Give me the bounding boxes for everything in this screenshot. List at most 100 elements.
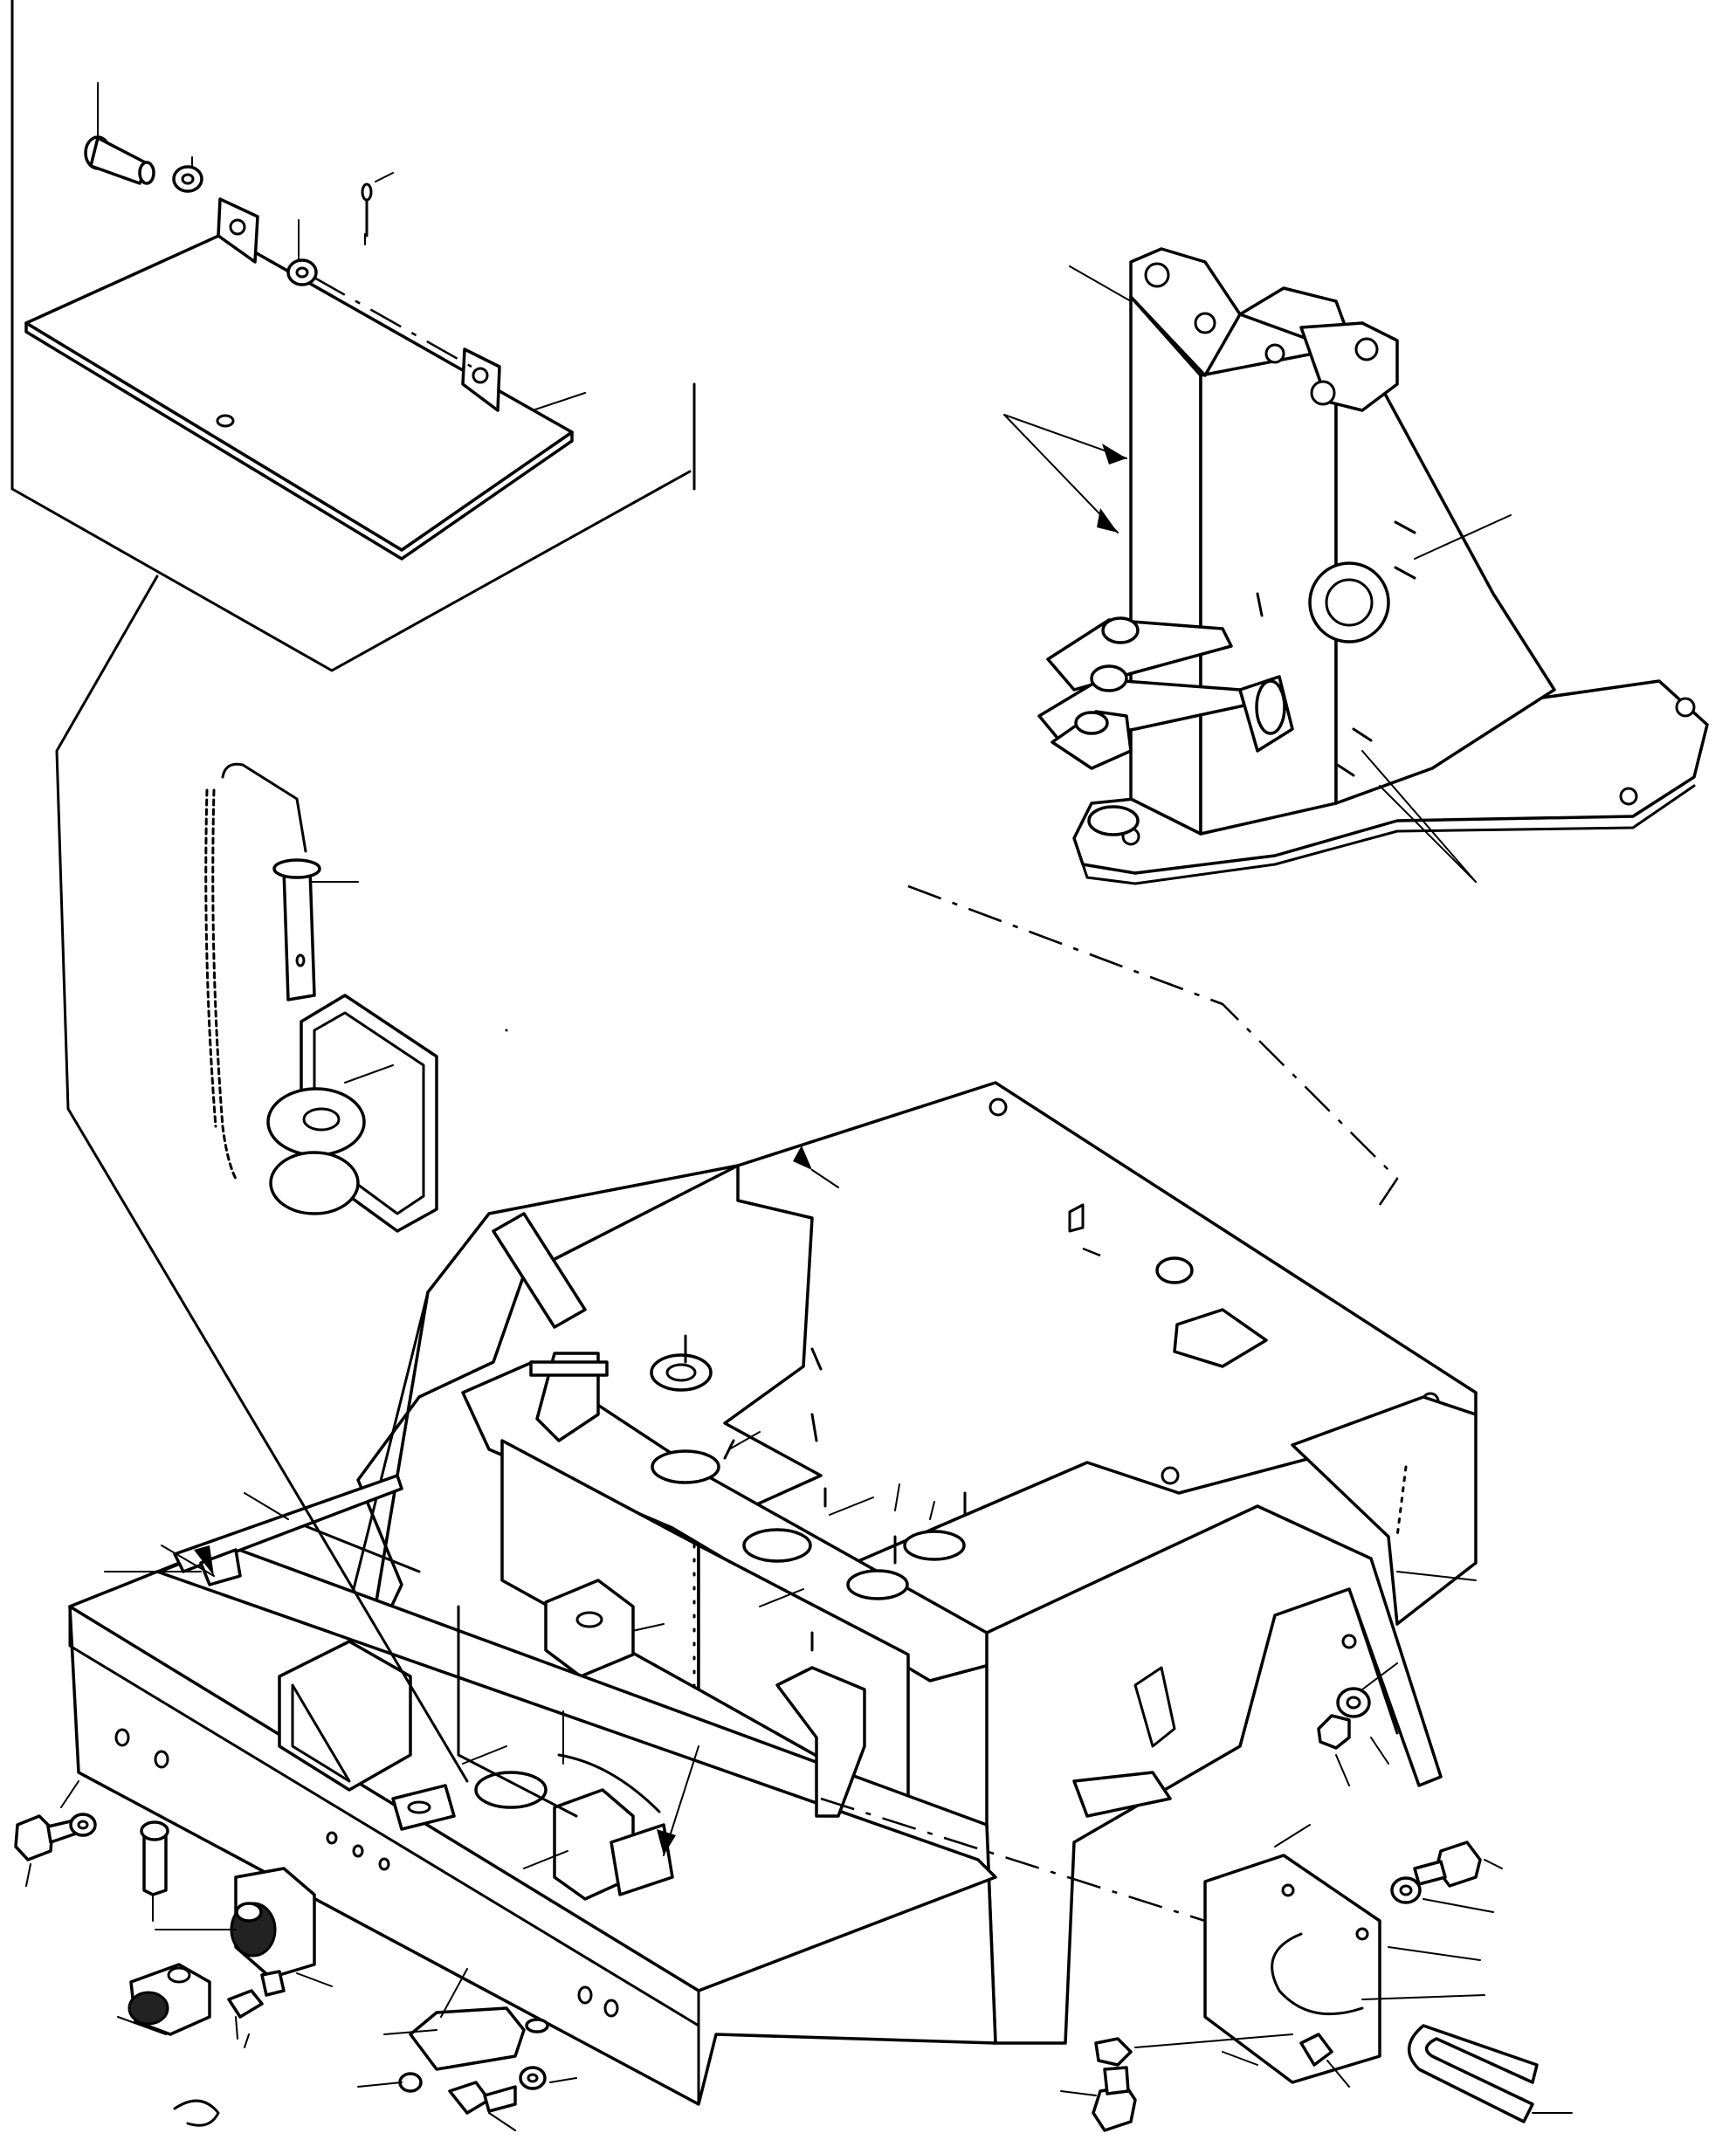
cup-1: [651, 1449, 720, 1484]
drawbar-pin-head: [140, 1820, 169, 1841]
bumper-holes: [114, 1728, 619, 2018]
inset-frame: [10, 0, 692, 672]
lock-pin-hole: [295, 953, 306, 967]
chain-2: [204, 788, 217, 1128]
rear-right-dots: [1395, 1465, 1408, 1538]
lug-hole-2: [1194, 312, 1216, 334]
plate-hole: [216, 414, 235, 428]
interior-curve: [557, 1753, 661, 1813]
lock-pin-shaft: [282, 867, 316, 1001]
side-left-edge: [352, 1290, 430, 1591]
bolt-head-2: [227, 1989, 264, 2019]
interior-bracket-left-fold: [291, 1683, 351, 1783]
clevis-ear-bottom: [269, 1151, 360, 1215]
tank-face-bracket-hole: [575, 1611, 603, 1628]
interior-panel-edge: [457, 1605, 578, 1818]
washer-2: [286, 258, 318, 286]
deck-hole-3: [1161, 1466, 1180, 1485]
arrow-1: [1102, 444, 1126, 464]
cup-4: [846, 1569, 909, 1600]
bolt-head-1: [14, 1814, 54, 1861]
deck-boss: [1155, 1256, 1194, 1284]
frame-arrow-2: [194, 1545, 214, 1576]
tank-leaders: [623, 1431, 935, 1634]
drawbar-pin: [142, 1832, 168, 1896]
bolt-shank-4: [483, 2085, 517, 2113]
base-hole-3: [1619, 787, 1638, 806]
frame-arrow-1: [657, 1829, 676, 1855]
bolt-head-4: [448, 2081, 491, 2115]
foot-plate-edge: [24, 321, 574, 561]
arch-foot: [1072, 1771, 1172, 1818]
flange-ring-bore: [665, 1363, 697, 1382]
floor-opening: [474, 1771, 548, 1809]
leaders-inset: [97, 82, 586, 411]
washer-1: [172, 165, 203, 193]
grease-fitting-1: [1101, 616, 1140, 644]
post-front-face: [1129, 295, 1202, 836]
main-frame: [55, 575, 1478, 2106]
hinge-tab-right-hole: [472, 367, 489, 384]
connector-block: [610, 1823, 674, 1896]
hinge-tab-left-hole: [229, 218, 246, 236]
nut-3: [1094, 2037, 1133, 2067]
bolt-head-3: [398, 2072, 423, 2093]
pivot-bore: [1325, 578, 1374, 627]
assembly-axis-2: [907, 884, 1399, 1206]
assembly-axis-3: [820, 1797, 1206, 1923]
hardware-right-leaders: [1060, 1662, 1573, 2114]
clevis-ear-hole: [302, 1107, 341, 1132]
lug-hole-1: [1144, 262, 1170, 288]
interior-plate-hole: [407, 1800, 431, 1814]
deck-hole-1: [989, 1098, 1008, 1117]
leaders-bracket: [1003, 265, 1512, 883]
nut-4: [1299, 2033, 1333, 2067]
deck-hatch: [1173, 1308, 1268, 1368]
nut-1: [260, 1970, 286, 1997]
grease-fitting-2: [1090, 664, 1128, 692]
swing-post-bracket: [907, 247, 1709, 1206]
hitch-clevis-eye: [235, 1902, 263, 1923]
hardware-left: [14, 1780, 577, 2131]
lock-pin-collar: [272, 858, 321, 879]
interior-bracket-right: [775, 1666, 866, 1818]
deck-bracket: [1068, 1203, 1085, 1233]
cup-3: [903, 1530, 966, 1561]
bolt-shank-5: [1413, 1860, 1447, 1886]
assembly-axis-1: [313, 276, 472, 368]
cover-clip: [525, 2018, 549, 2033]
lug-hole-4: [1354, 337, 1379, 361]
bolt-shank-6: [1103, 2066, 1130, 2095]
bumper-lower-edge: [68, 1605, 700, 2027]
rail-latch: [199, 1548, 242, 1586]
rear-right-block: [1291, 1395, 1478, 1626]
lug-hole-3: [1264, 343, 1285, 364]
slot-bracket: [1203, 1854, 1381, 2084]
tow-block-spring: [127, 1991, 169, 2026]
post-bottom-boss: [1087, 805, 1140, 836]
u-pin: [1407, 2024, 1539, 2123]
slot-outline: [1271, 1932, 1364, 2016]
filler-pipe: [492, 1212, 587, 1329]
wire-clip: [173, 2099, 220, 2127]
grease-fitting-3: [1074, 711, 1109, 735]
interior-bracket-left: [278, 1640, 412, 1792]
pivot-block-bore: [1255, 679, 1286, 735]
chain: [211, 788, 238, 1180]
arch-inner-edge: [1347, 1587, 1399, 1735]
nut-2: [1317, 1714, 1351, 1750]
hardware-left-leaders: [25, 1780, 577, 2131]
lock-pin-handle: [221, 762, 307, 853]
hinge-pin: [84, 135, 155, 185]
arch-hole: [1341, 1634, 1357, 1649]
arrow-2: [1097, 508, 1118, 533]
tank-studs: [684, 1334, 967, 1652]
plate-to-frame-line: [55, 575, 469, 1783]
rail-bar: [173, 1474, 403, 1573]
lug-hole-5: [1310, 380, 1336, 406]
deck-arrow: [793, 1146, 812, 1170]
cup-2: [742, 1528, 812, 1563]
clevis-leader: [344, 1064, 394, 1084]
